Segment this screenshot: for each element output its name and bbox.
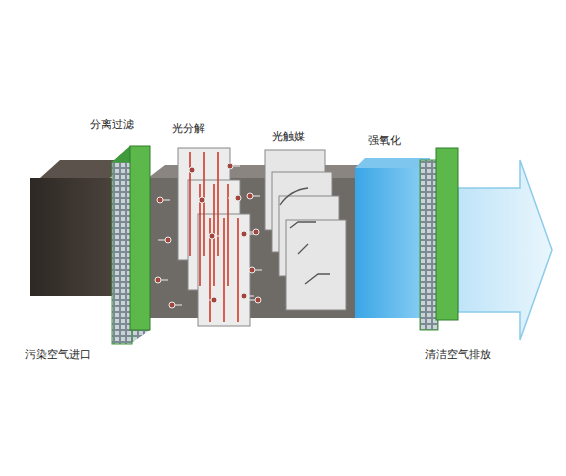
molecule-dot: [211, 297, 217, 303]
molecule-dot: [155, 277, 161, 283]
inlet-label: 污染空气进口: [25, 348, 91, 361]
molecule-dot: [241, 231, 247, 237]
molecule-dot: [169, 302, 175, 308]
molecule-dot: [247, 193, 253, 199]
stage-label: 光分解: [172, 122, 205, 135]
molecule-dot: [189, 167, 195, 173]
molecule-dot: [165, 237, 171, 243]
stage-label: 分离过滤: [90, 118, 134, 131]
molecule-dot: [157, 197, 163, 203]
molecule-dot: [227, 163, 233, 169]
stage-label: 强氧化: [368, 134, 401, 147]
molecule-dot: [241, 293, 247, 299]
molecule-dot: [249, 267, 255, 273]
molecule-dot: [209, 233, 215, 239]
molecule-dot: [255, 297, 261, 303]
stage-label: 光触媒: [272, 130, 305, 143]
molecule-dot: [199, 197, 205, 203]
outlet-label: 清洁空气排放: [425, 348, 491, 361]
molecule-dot: [235, 195, 241, 201]
